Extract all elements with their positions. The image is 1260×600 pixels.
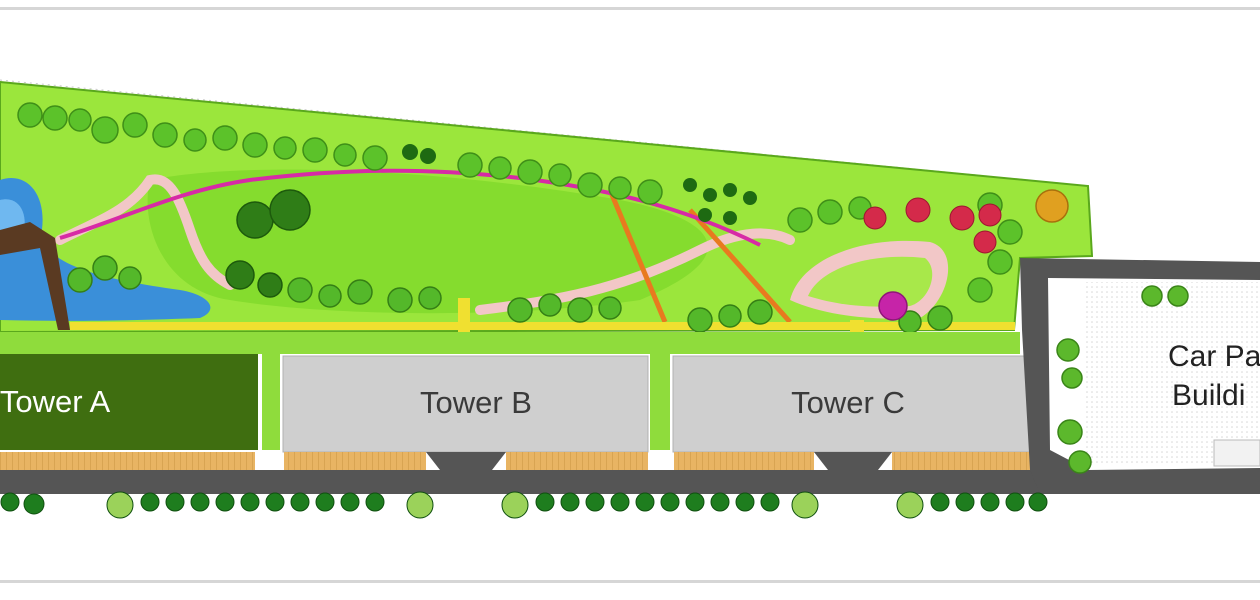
deck-tower-b-west: [284, 452, 426, 470]
bottom-divider: [0, 580, 1260, 583]
magenta-hedge: [59, 168, 761, 247]
red-flowering-trees: [863, 197, 1002, 254]
tower-b-label: Tower B: [420, 385, 532, 420]
magenta-feature-tree: [878, 291, 908, 321]
tower-a-label: Tower A: [0, 384, 110, 419]
playground-structure: [0, 222, 70, 330]
feature-trees-dark: [225, 189, 311, 298]
palm-trees: [402, 144, 757, 225]
car-park-trees: [1056, 285, 1189, 474]
drop-off-bay-b: [426, 452, 506, 470]
tower-c-label: Tower C: [791, 385, 905, 420]
top-divider: [0, 7, 1260, 10]
walking-path-center: [475, 228, 795, 315]
yellow-edge-strip: [70, 322, 1015, 330]
yellow-bench-2: [850, 320, 864, 332]
street-trees: [0, 491, 1048, 519]
drop-off-bay-c: [814, 452, 892, 470]
car-park-entry: [1213, 439, 1260, 467]
deck-tower-c-west: [674, 452, 814, 470]
tower-a-footprint: [0, 354, 258, 450]
tower-c-footprint: [672, 355, 1034, 453]
orange-feature-tree: [1035, 189, 1069, 223]
lawn-strip: [0, 332, 1020, 354]
deck-tower-c-east: [892, 452, 1032, 470]
access-road-car-park: [1020, 258, 1260, 494]
tree-cluster-north: [17, 102, 1023, 303]
walking-path-west: [55, 174, 235, 290]
deck-tower-a: [0, 452, 255, 470]
deck-tower-b-east: [506, 452, 648, 470]
car-park-texture: [1084, 282, 1260, 466]
walkway-orange-1: [607, 189, 668, 323]
car-park-label-line1: Car Pa: [1168, 340, 1260, 373]
walkway-orange-2: [688, 208, 792, 324]
lawn-gap-ab: [262, 354, 280, 450]
lawn-gap-bc: [650, 354, 670, 450]
yellow-bench-1: [458, 298, 470, 332]
tree-cluster-south: [67, 255, 953, 334]
car-park-label-line2: Buildi: [1172, 379, 1245, 412]
